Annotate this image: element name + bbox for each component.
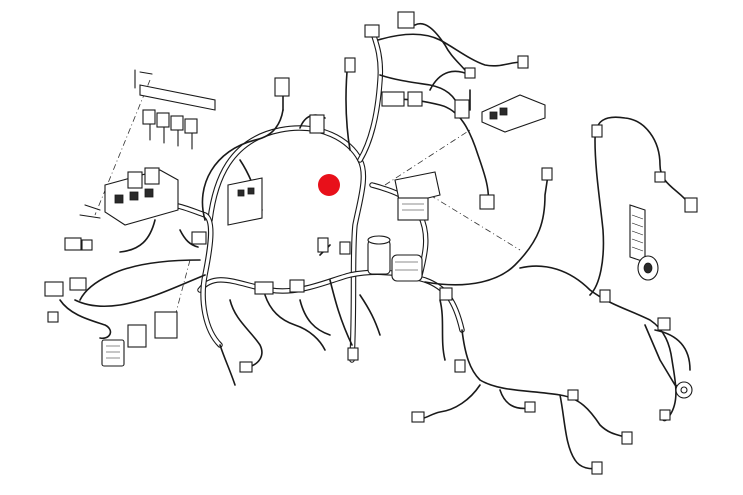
connector-bottom-f xyxy=(454,359,466,373)
connector-bottom-g xyxy=(659,409,671,421)
connector-far-right-d xyxy=(654,171,666,183)
components xyxy=(44,11,698,475)
connector-trunk-f xyxy=(239,361,253,373)
connector-far-right-f xyxy=(657,317,671,331)
connector-top-b xyxy=(344,57,356,73)
connector-left-g xyxy=(47,311,59,323)
connector-bottom-a xyxy=(411,411,425,423)
connector-left-f xyxy=(154,311,178,339)
connector-left-b xyxy=(81,239,93,251)
connector-trunk-c xyxy=(317,237,329,253)
connector-top-g xyxy=(454,99,470,119)
connector-top-j xyxy=(309,114,325,134)
connector-bottom-b xyxy=(621,431,633,445)
connector-left-d xyxy=(69,277,87,291)
connector-trunk-d xyxy=(339,241,351,255)
connector-trunk-h xyxy=(439,287,453,301)
connector-far-right-e xyxy=(599,289,611,303)
connector-left-e xyxy=(127,324,147,348)
connector-bottom-e xyxy=(567,389,579,401)
leader-lines xyxy=(94,79,521,336)
connector-top-a xyxy=(274,77,290,97)
connector-far-right-a xyxy=(541,167,553,181)
connector-far-right-c xyxy=(684,197,698,213)
fuse-bracket xyxy=(134,69,216,150)
relay-block xyxy=(79,167,179,226)
connector-right-a xyxy=(479,194,495,210)
connector-left-c xyxy=(44,281,64,297)
center-bracket xyxy=(227,177,263,226)
connector-top-f xyxy=(407,91,423,107)
connector-top-i xyxy=(464,67,476,79)
connector-bottom-d xyxy=(524,401,536,413)
connector-trunk-e xyxy=(347,347,359,361)
highlight-marker xyxy=(318,174,340,196)
pump-assembly xyxy=(367,235,423,282)
connector-far-right-b xyxy=(591,124,603,138)
connector-trunk-g xyxy=(191,231,207,245)
connector-top-d xyxy=(397,11,415,29)
side-bracket-coil xyxy=(629,204,659,281)
connector-bottom-c xyxy=(591,461,603,475)
module-box xyxy=(101,339,125,367)
connector-trunk-b xyxy=(289,279,305,293)
relay-bracket-center xyxy=(394,171,441,206)
top-right-bracket xyxy=(481,94,546,133)
connector-top-e xyxy=(381,91,405,107)
connector-trunk-a xyxy=(254,281,274,295)
connector-top-c xyxy=(364,24,380,38)
connector-top-h xyxy=(517,55,529,69)
connector-left-a xyxy=(64,237,82,251)
relay-box-center xyxy=(397,197,429,221)
